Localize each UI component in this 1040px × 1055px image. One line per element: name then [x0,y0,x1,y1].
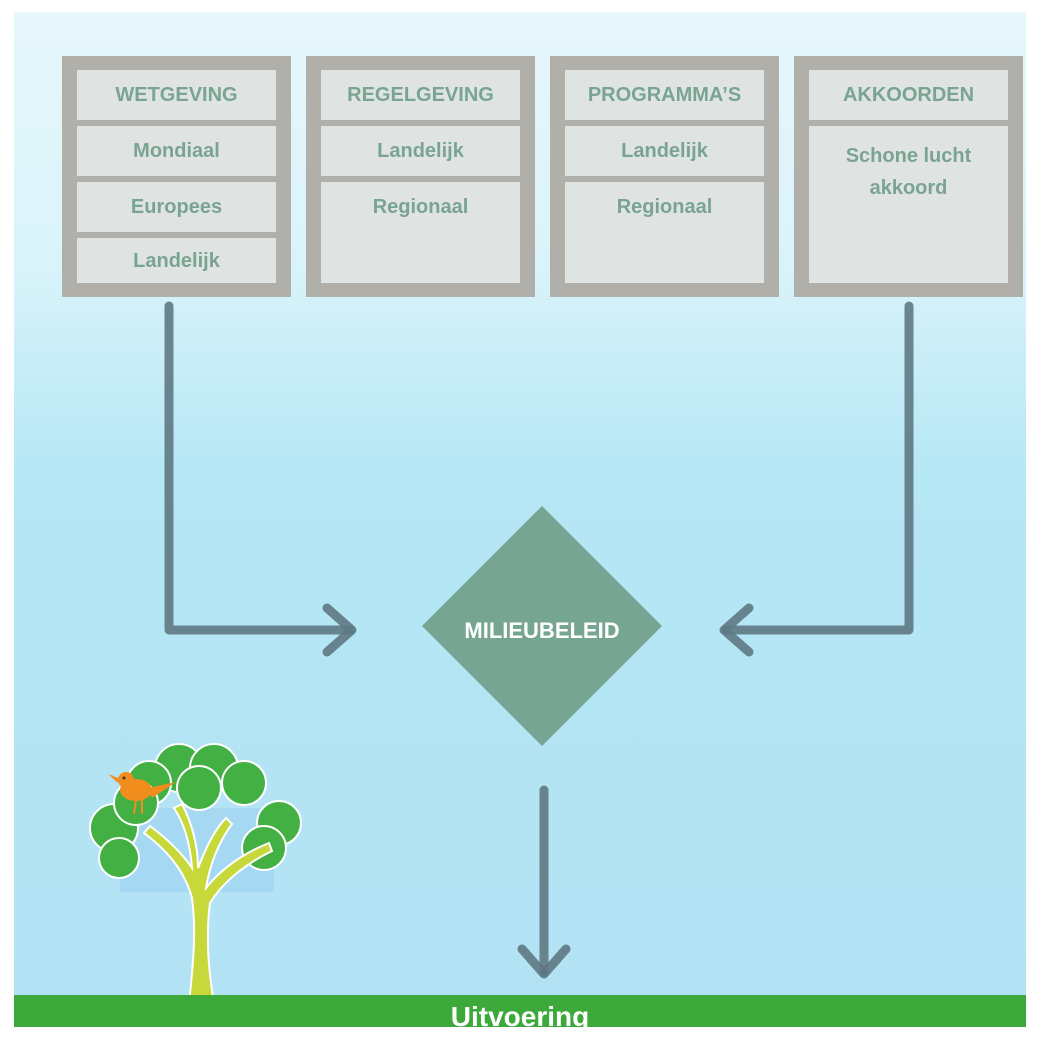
regelgeving-item-landelijk: Landelijk [321,126,520,176]
uitvoering-label: Uitvoering [450,1001,590,1027]
akkoorden-item-line-2: akkoord [869,177,948,199]
programmas-header: PROGRAMMA’S [565,70,764,120]
regelgeving-box: REGELGEVING Landelijk Regionaal [306,56,535,297]
akkoorden-item-line-1: Schone lucht [845,145,972,167]
akkoorden-header: AKKOORDEN [809,70,1008,120]
right-connector [721,301,914,635]
akkoorden-box: AKKOORDEN Schone lucht akkoord [794,56,1023,297]
wetgeving-item-landelijk: Landelijk [77,238,276,283]
tree-illustration [89,743,302,1006]
right-arrowhead [719,603,754,657]
left-connector [164,301,355,635]
regelgeving-header: REGELGEVING [321,70,520,120]
ground-bar [14,995,1026,1027]
regelgeving-item-regionaal: Regionaal [321,182,520,283]
left-arrowhead [322,603,357,657]
akkoorden-item: Schone lucht akkoord [809,126,1008,283]
wetgeving-item-europees: Europees [77,182,276,232]
milieubeleid-label: MILIEUBELEID [464,618,620,643]
down-arrowhead [517,944,571,979]
wetgeving-header: WETGEVING [77,70,276,120]
programmas-box: PROGRAMMA’S Landelijk Regionaal [550,56,779,297]
diagram-canvas: WETGEVING Mondiaal Europees Landelijk RE… [14,12,1026,1027]
bird-icon [108,772,176,815]
programmas-item-landelijk: Landelijk [565,126,764,176]
programmas-item-regionaal: Regionaal [565,182,764,283]
connector-arrows [164,301,914,979]
wetgeving-box: WETGEVING Mondiaal Europees Landelijk [62,56,291,297]
wetgeving-item-mondiaal: Mondiaal [77,126,276,176]
milieubeleid-diamond [422,506,662,746]
